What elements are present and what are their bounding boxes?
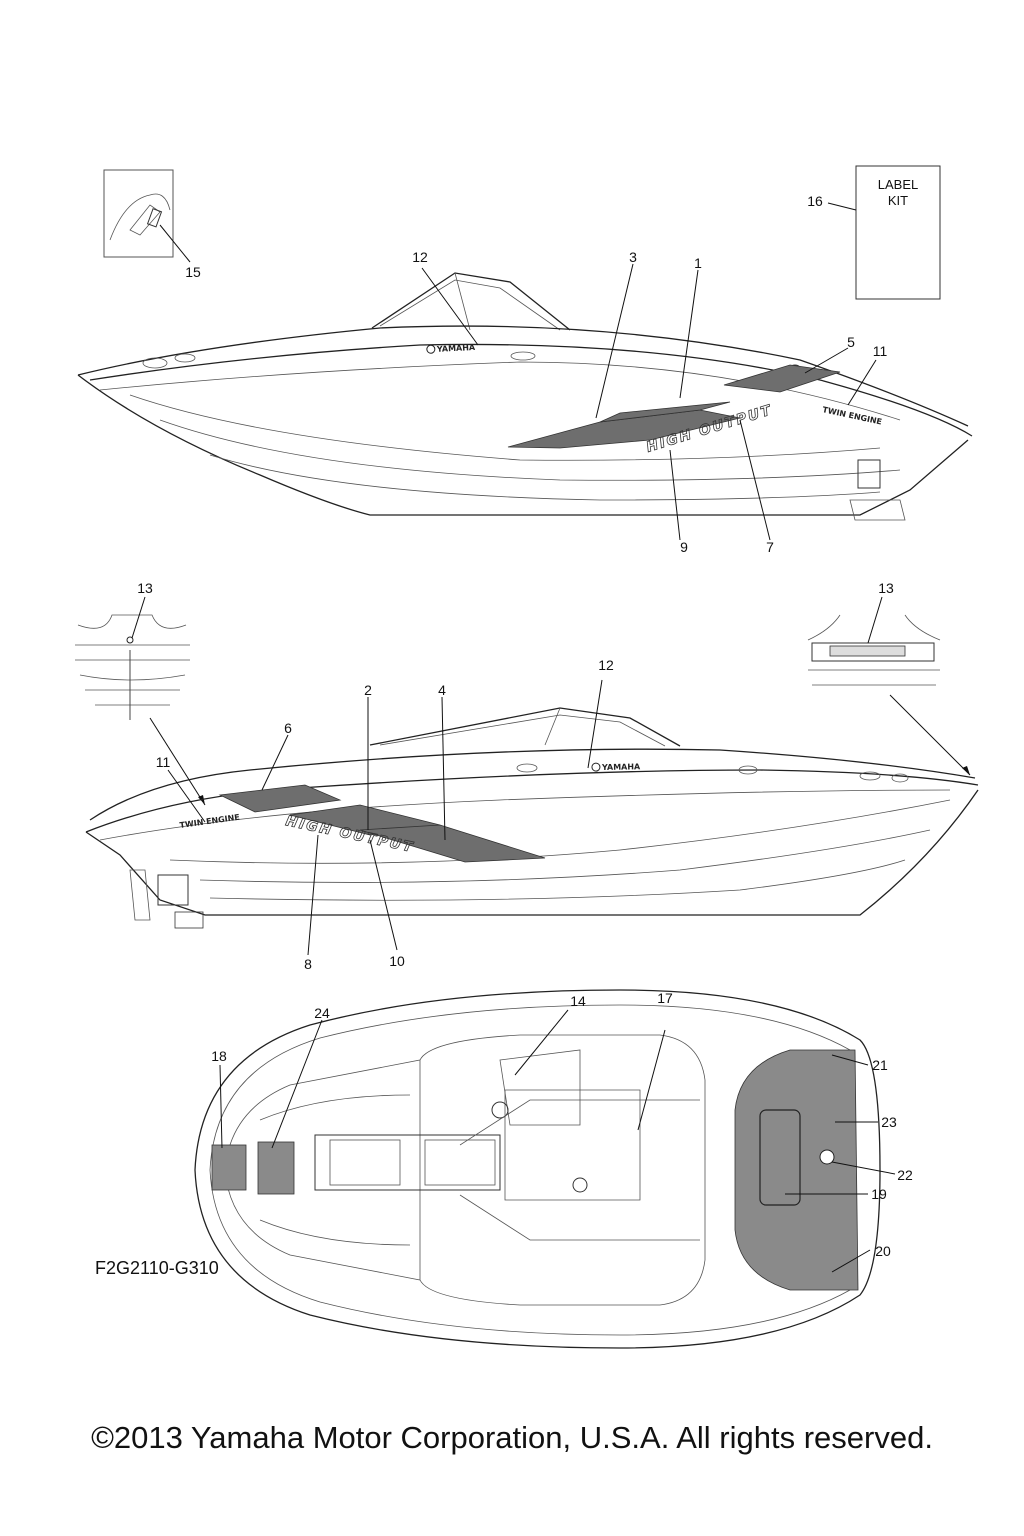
callout-17: 17 — [657, 990, 673, 1006]
side-mat-1 — [599, 401, 731, 423]
callout-3: 3 — [629, 249, 637, 265]
diagram-code: F2G2110-G310 — [95, 1258, 219, 1278]
callout-12-middle: 12 — [598, 657, 614, 673]
callout-21: 21 — [872, 1057, 888, 1073]
brand-decal-middle: YAMAHA — [601, 762, 641, 772]
callout-13-left: 13 — [137, 580, 153, 596]
label-kit-line1: LABEL — [878, 177, 918, 192]
callout-16: 16 — [807, 193, 823, 209]
callout-20: 20 — [875, 1243, 891, 1259]
callout-24: 24 — [314, 1005, 330, 1021]
inset-15 — [103, 169, 191, 263]
boat-side-view-top: YAMAHA TWIN ENGINE HIGH OUTPUT — [77, 263, 973, 541]
callout-6: 6 — [284, 720, 292, 736]
callout-12-top: 12 — [412, 249, 428, 265]
callout-1: 1 — [694, 255, 702, 271]
callout-19: 19 — [871, 1186, 887, 1202]
callout-23: 23 — [881, 1114, 897, 1130]
callout-11-top: 11 — [873, 343, 888, 359]
callout-22: 22 — [897, 1167, 913, 1183]
callout-14: 14 — [570, 993, 586, 1009]
callout-11-middle: 11 — [156, 754, 171, 770]
side-mat-4 — [359, 824, 546, 863]
callout-13-right: 13 — [878, 580, 894, 596]
callout-4: 4 — [438, 682, 446, 698]
side-mat-5 — [723, 364, 841, 393]
copyright-notice: ©2013 Yamaha Motor Corporation, U.S.A. A… — [91, 1420, 933, 1455]
callout-8: 8 — [304, 956, 312, 972]
callout-10: 10 — [389, 953, 405, 969]
callout-2: 2 — [364, 682, 372, 698]
callout-15: 15 — [185, 264, 201, 280]
callout-5: 5 — [847, 334, 855, 350]
side-mat-6 — [218, 784, 342, 813]
inset-13-bow — [75, 596, 206, 806]
bow-mat-18 — [211, 1144, 247, 1191]
callout-7: 7 — [766, 539, 774, 555]
boat-side-view-middle: YAMAHA TWIN ENGINE HIGH OUTPUT — [85, 679, 979, 956]
callout-9: 9 — [680, 539, 688, 555]
label-kit-line2: KIT — [888, 193, 908, 208]
boat-top-view — [194, 989, 896, 1349]
bow-mat-24 — [257, 1141, 295, 1195]
inset-13-stern — [807, 596, 971, 776]
engine-decal-top: TWIN ENGINE — [822, 405, 883, 426]
engine-decal-middle: TWIN ENGINE — [179, 813, 240, 830]
callout-18: 18 — [211, 1048, 227, 1064]
callout-numbers: 1 2 3 4 5 6 7 8 9 10 11 11 12 12 13 13 1… — [137, 193, 913, 1259]
brand-decal-top: YAMAHA — [436, 343, 476, 354]
label-kit-box: LABEL KIT — [827, 165, 941, 300]
stern-mat — [734, 1049, 859, 1291]
